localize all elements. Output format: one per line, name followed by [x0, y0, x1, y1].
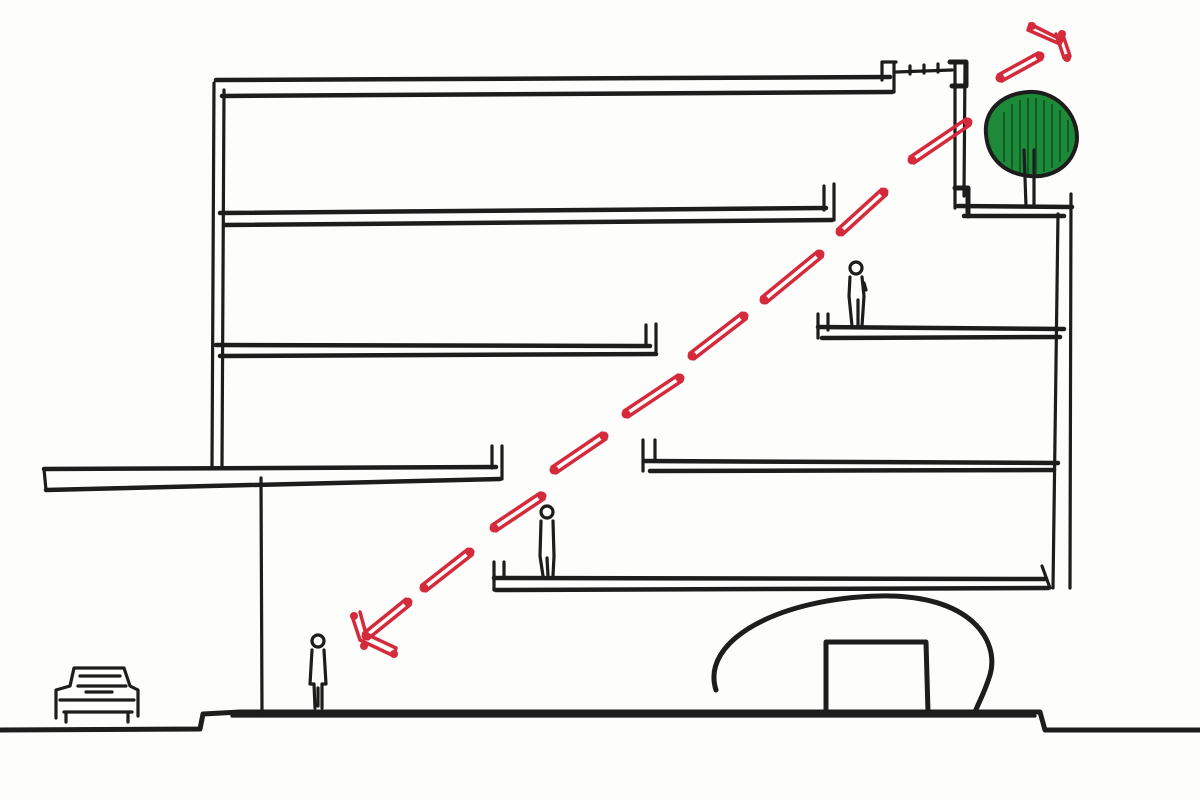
sightline-dash-end [907, 155, 917, 165]
floor-slabs [41, 59, 1075, 593]
person-upper [847, 260, 868, 328]
sightline-dash [622, 373, 684, 419]
slab-right-2 [815, 312, 1067, 341]
slab-terrace [952, 185, 1075, 219]
slab-right-1 [641, 438, 1061, 474]
sightline-arrow [361, 51, 1045, 641]
sightline-dash-end [759, 295, 769, 305]
slab-mezzanine [491, 560, 1052, 593]
sightline-dash-end [403, 597, 413, 607]
sightline-dash-end [419, 583, 429, 593]
sightline-dash-end [815, 249, 825, 259]
sightline-dash [490, 491, 546, 533]
building-section [210, 63, 1073, 714]
sightline-dash-end [599, 431, 609, 441]
sightline-dash [996, 51, 1044, 83]
sightline-dash-end [537, 491, 547, 501]
slab-roof [213, 59, 969, 99]
arrowhead-top [1026, 22, 1072, 62]
sightline-dash [550, 431, 608, 475]
ground-line [0, 709, 1200, 733]
sightline-dash [760, 249, 824, 305]
sightline-dash-end [835, 227, 845, 237]
sightline-dash [420, 547, 474, 593]
slab-level-3 [217, 182, 836, 228]
sightline-dash-end [549, 465, 559, 475]
sightline-dash [835, 187, 889, 237]
sightline-dash-end [995, 73, 1005, 83]
sightline-dash [688, 311, 748, 361]
sightline-dash-end [739, 311, 749, 321]
person-ground [308, 633, 328, 710]
vaulted-entrance [711, 593, 995, 715]
arrowhead-bottom [350, 610, 398, 658]
sightline-dash-end [621, 409, 631, 419]
slab-level-2 [213, 322, 659, 359]
sightline-dash-end [1035, 51, 1045, 61]
car [54, 666, 140, 724]
person-mezzanine [538, 504, 556, 578]
slab-level-1 [41, 444, 504, 493]
sightline-dash-end [675, 373, 685, 383]
sightline-dash [908, 117, 972, 165]
sightline-dash-end [687, 351, 697, 361]
sightline-dash-end [465, 547, 475, 557]
sightline-dash-end [879, 187, 889, 197]
rooftop-tree [983, 89, 1079, 208]
sightline-dash [362, 597, 412, 641]
sightline-dash-end [963, 117, 973, 127]
human-figures [308, 260, 868, 710]
sightline-dash-end [489, 523, 499, 533]
